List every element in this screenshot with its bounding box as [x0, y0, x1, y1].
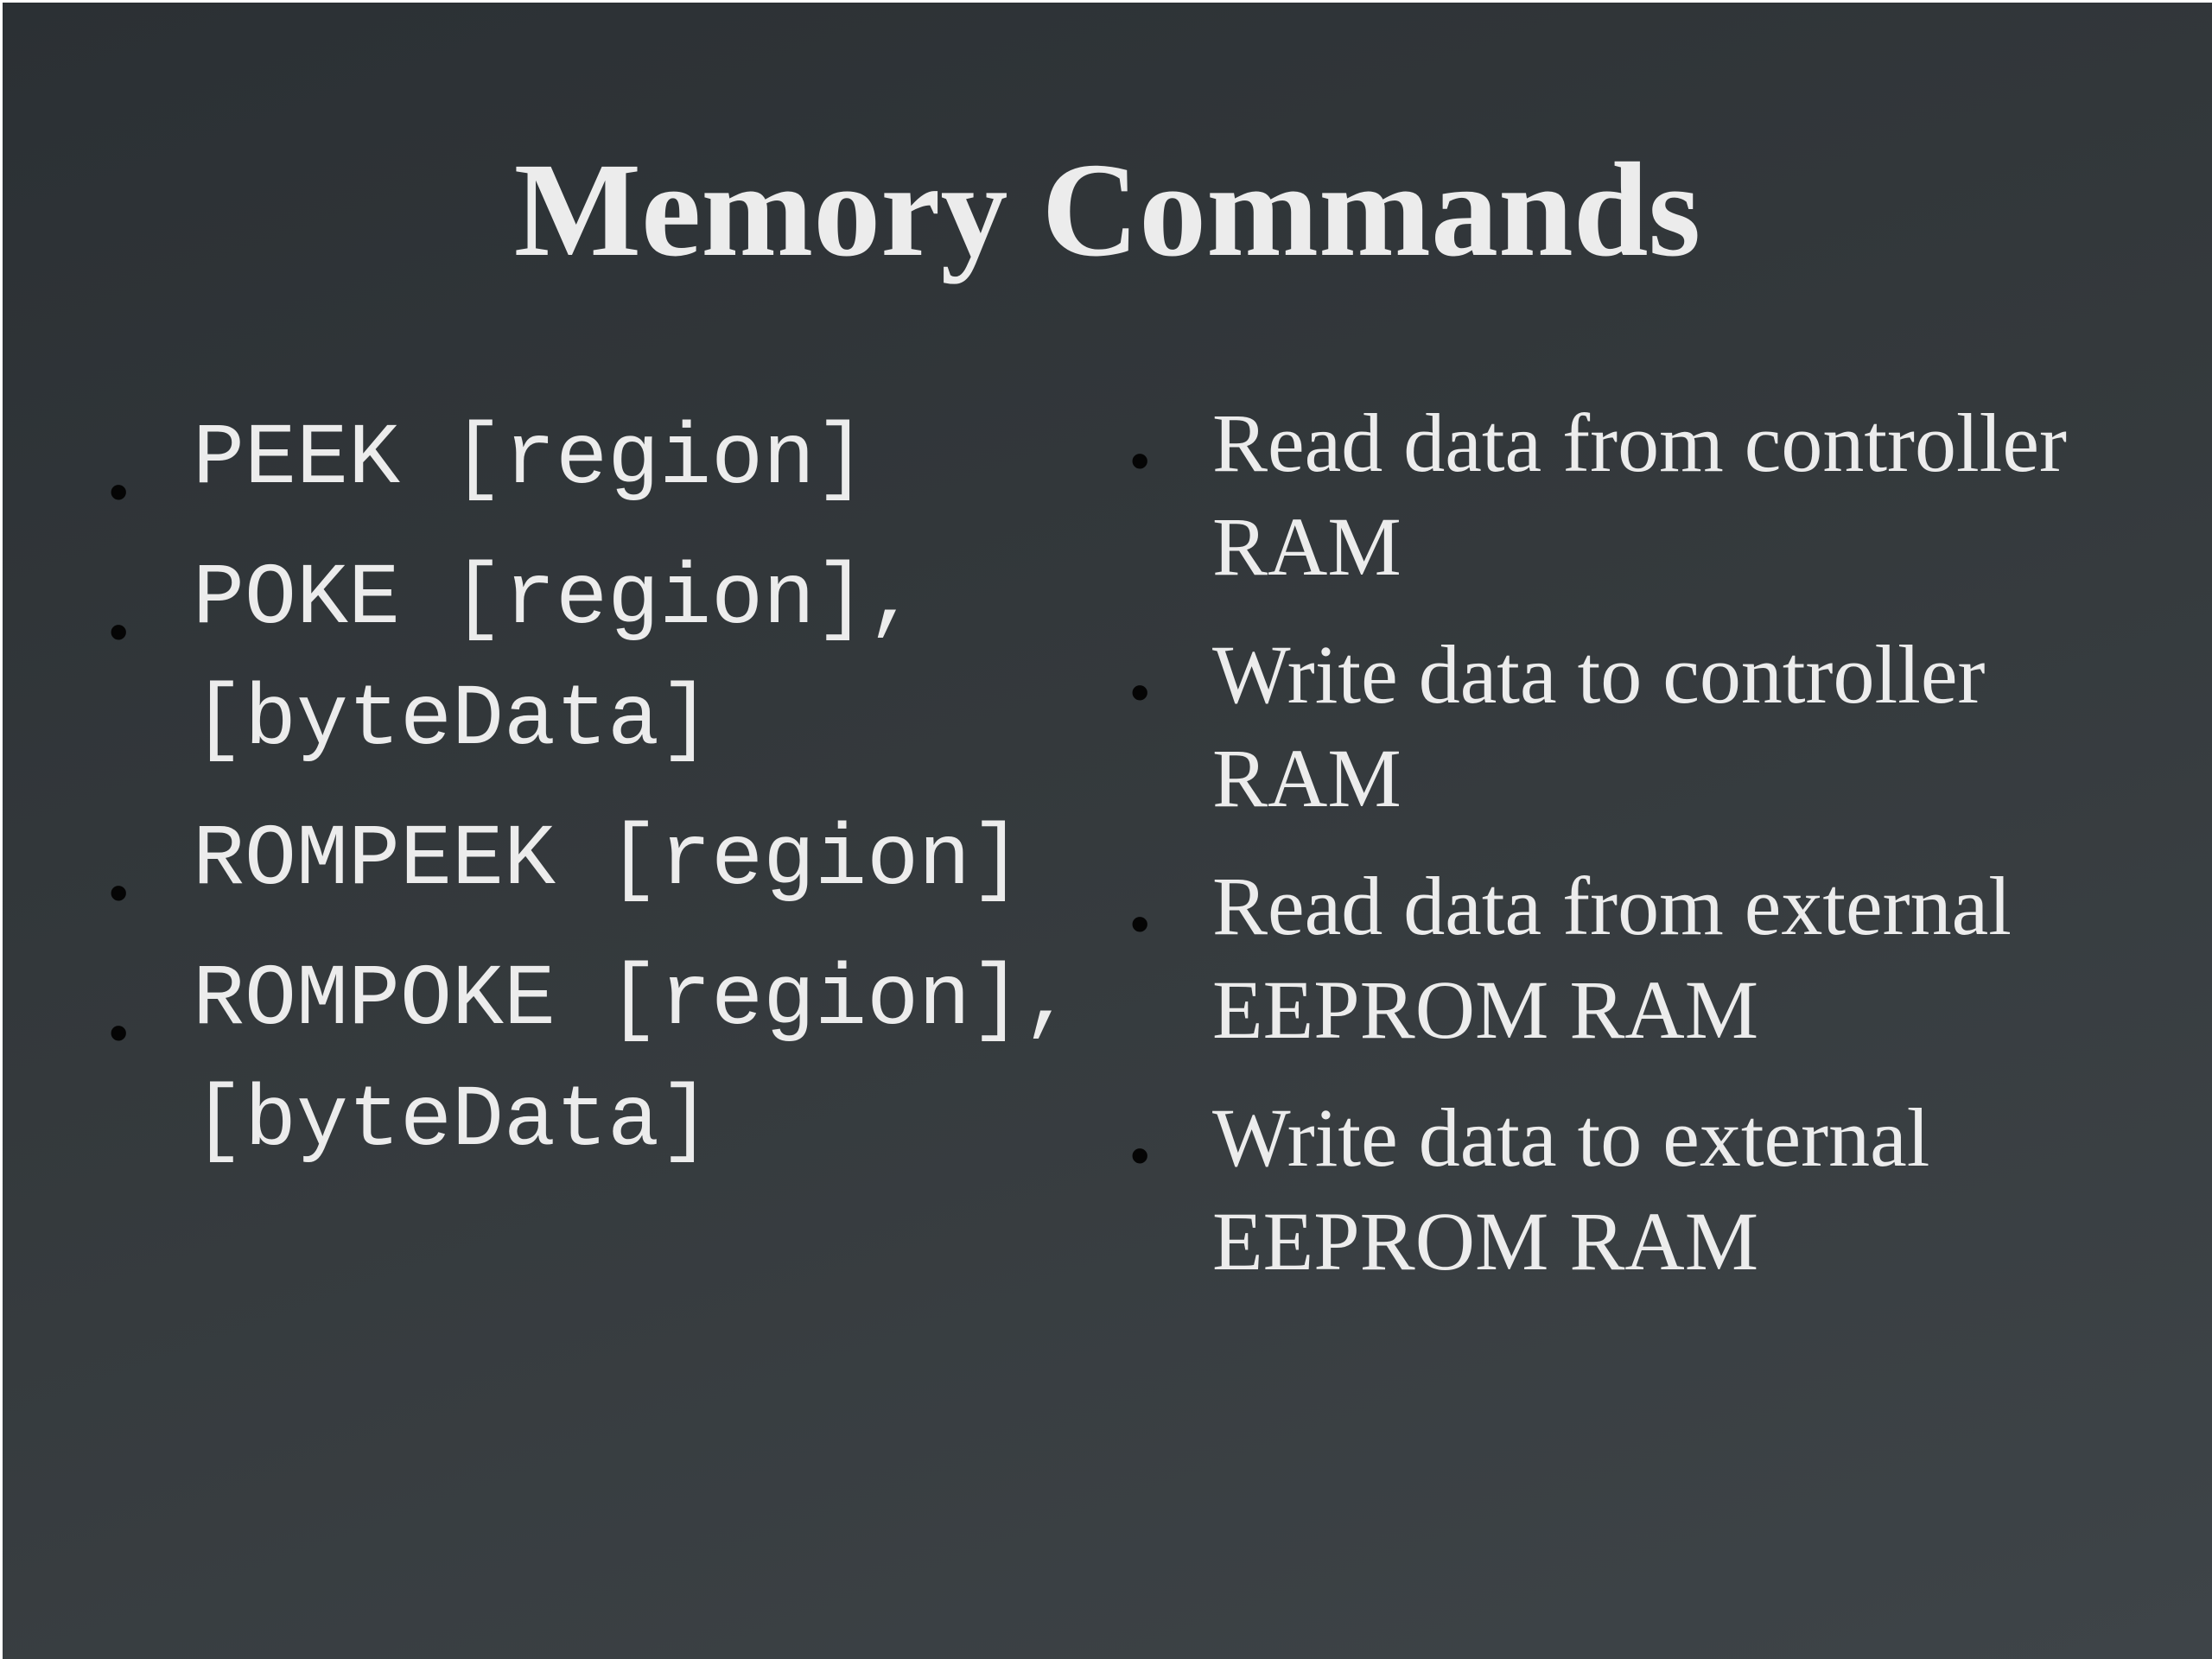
list-item: • ROMPEEK [region]: [109, 801, 1126, 924]
bullet-icon: •: [109, 1001, 129, 1064]
list-item: • ROMPOKE [region], [byteData]: [109, 941, 1127, 1183]
bullet-icon: •: [109, 601, 129, 663]
command-text: POKE [region], [byteData]: [193, 551, 971, 770]
bullet-icon: •: [1130, 429, 1150, 492]
bullet-icon: •: [1130, 1124, 1150, 1186]
slide: Memory Commands • PEEK [region] • POKE […: [3, 3, 2212, 1659]
command-list: • PEEK [region] • POKE [region], [byteDa…: [109, 400, 1127, 1202]
bullet-icon: •: [109, 861, 129, 924]
bullet-icon: •: [109, 461, 129, 523]
description-text: Write data to external EEPROM RAM: [1212, 1091, 1951, 1287]
list-item: • POKE [region], [byteData]: [109, 540, 1126, 782]
list-item: • PEEK [region]: [109, 400, 1126, 523]
bullet-icon: •: [1130, 893, 1150, 955]
description-text: Read data from external EEPROM RAM: [1212, 860, 2032, 1056]
slide-title: Memory Commands: [513, 135, 1701, 284]
list-item: • Write data to controller RAM: [1130, 623, 2145, 830]
list-item: • Read data from controller RAM: [1130, 391, 2145, 599]
command-text: ROMPOKE [region], [byteData]: [193, 952, 1127, 1171]
description-text: Write data to controller RAM: [1212, 628, 2006, 824]
description-list: • Read data from controller RAM • Write …: [1130, 391, 2145, 1318]
list-item: • Read data from external EEPROM RAM: [1130, 855, 2145, 1062]
command-text: ROMPEEK [region]: [193, 812, 1023, 910]
description-text: Read data from controller RAM: [1212, 397, 2088, 593]
command-text: PEEK [region]: [193, 411, 868, 509]
list-item: • Write data to external EEPROM RAM: [1130, 1086, 2145, 1294]
bullet-icon: •: [1130, 661, 1150, 723]
